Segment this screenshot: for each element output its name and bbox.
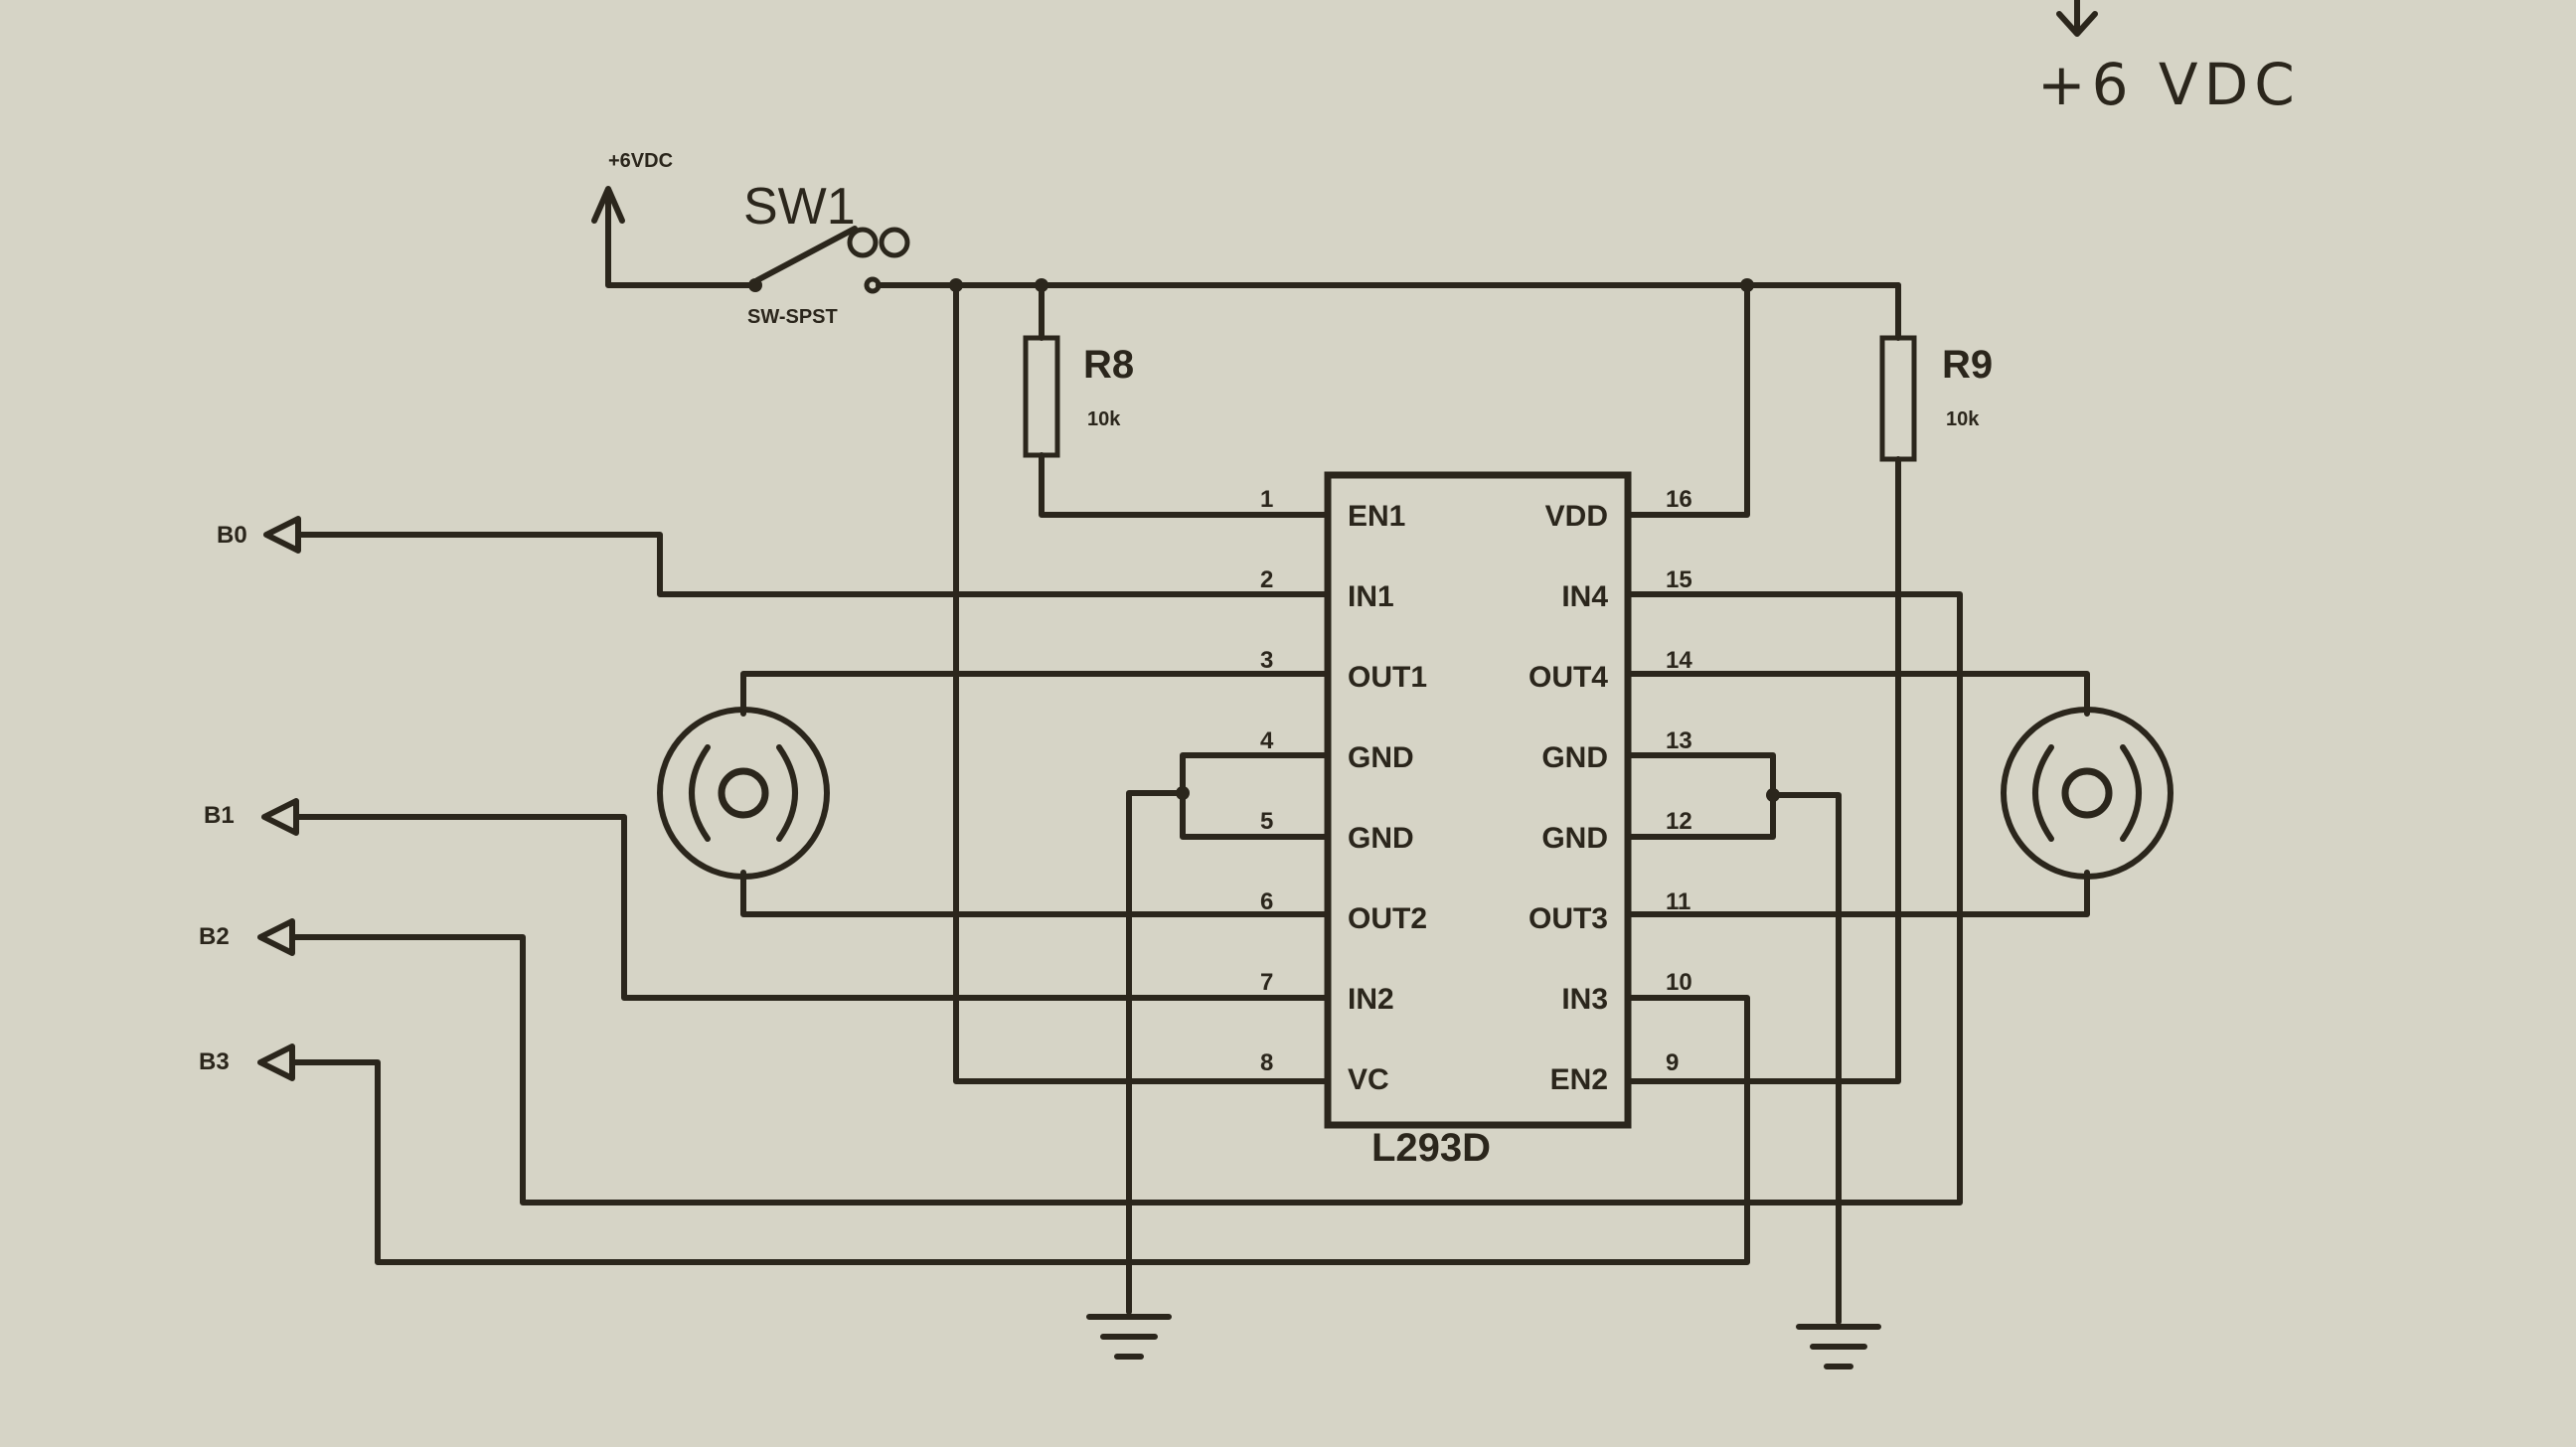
r8-ref-label: R8 <box>1083 343 1134 387</box>
ic-right-pin-name: OUT3 <box>1529 902 1608 935</box>
resistor-r8: R8 10k <box>1023 282 1331 518</box>
ic-l293d: L293D 1EN12IN13OUT14GND5GND6OUT27IN28VC1… <box>1260 471 1692 1170</box>
ic-left-pin-number: 5 <box>1260 808 1273 835</box>
vdd-supply-wire <box>1625 282 1750 518</box>
switch-part-label: SW-SPST <box>747 306 838 328</box>
ground-left <box>1086 752 1331 1360</box>
switch-sw1: SW1 SW-SPST <box>743 178 910 328</box>
ic-left-pin-name: OUT2 <box>1348 902 1427 935</box>
ic-right-pin-number: 9 <box>1666 1049 1679 1076</box>
ic-name-label: L293D <box>1371 1126 1491 1170</box>
ic-right-pin-name: OUT4 <box>1529 661 1608 694</box>
handwritten-supply-note: +6 VDC <box>2037 0 2301 118</box>
ic-left-pin-number: 7 <box>1260 969 1273 996</box>
ic-left-pin-name: IN1 <box>1348 580 1394 613</box>
supply-terminal-label: +6VDC <box>608 150 673 172</box>
port-b3: B3 <box>199 995 1750 1265</box>
ic-left-pin-number: 1 <box>1260 486 1273 513</box>
ic-right-pin-number: 15 <box>1666 566 1692 593</box>
port-b2: B2 <box>199 591 1963 1206</box>
ic-left-pin-name: EN1 <box>1348 500 1405 533</box>
ic-left-pin-name: GND <box>1348 822 1414 855</box>
port-b0: B0 <box>217 516 1331 597</box>
r8-value-label: 10k <box>1087 408 1121 430</box>
ic-left-pin-name: GND <box>1348 741 1414 774</box>
switch-ref-label: SW1 <box>743 178 856 236</box>
ic-right-pin-name: EN2 <box>1550 1063 1608 1096</box>
ic-right-pin-number: 14 <box>1666 647 1692 674</box>
ic-left-pin-number: 4 <box>1260 727 1274 754</box>
ic-right-pin-name: GND <box>1541 822 1608 855</box>
ic-right-pin-name: IN3 <box>1561 983 1608 1016</box>
switch-on-off-icon <box>847 227 910 258</box>
ic-right-pin-number: 11 <box>1666 888 1690 915</box>
motor-right-icon <box>1625 671 2174 917</box>
ic-right-pin-number: 12 <box>1666 808 1692 835</box>
ic-left-pin-name: VC <box>1348 1063 1389 1096</box>
ic-right-pin-name: GND <box>1541 741 1608 774</box>
port-b1-label: B1 <box>204 802 235 829</box>
ic-left-pin-number: 3 <box>1260 647 1273 674</box>
motor-left-icon <box>657 671 1331 917</box>
ic-right-pin-name: VDD <box>1545 500 1608 533</box>
port-b0-label: B0 <box>217 522 247 549</box>
r9-ref-label: R9 <box>1942 343 1993 387</box>
ic-left-pin-number: 8 <box>1260 1049 1273 1076</box>
ic-left-pin-name: IN2 <box>1348 983 1394 1016</box>
ic-left-pin-number: 6 <box>1260 888 1273 915</box>
port-b2-label: B2 <box>199 923 230 950</box>
ground-right <box>1625 752 1881 1369</box>
ic-pin-labels: 1EN12IN13OUT14GND5GND6OUT27IN28VC16VDD15… <box>1260 486 1692 1096</box>
ic-right-pin-number: 10 <box>1666 969 1692 996</box>
ground-right-icon <box>1796 1324 1881 1369</box>
ic-right-pin-number: 16 <box>1666 486 1692 513</box>
ic-right-pin-name: IN4 <box>1561 580 1608 613</box>
handwritten-supply-label: +6 VDC <box>2037 51 2301 118</box>
ground-left-icon <box>1086 1314 1172 1360</box>
resistor-r9: R9 10k <box>1625 282 1993 1084</box>
supply-terminal: +6VDC <box>591 150 756 288</box>
ic-left-pin-name: OUT1 <box>1348 661 1427 694</box>
port-b3-label: B3 <box>199 1048 230 1075</box>
ic-left-pin-number: 2 <box>1260 566 1273 593</box>
r9-value-label: 10k <box>1946 408 1980 430</box>
port-b1: B1 <box>204 798 1331 1001</box>
ic-right-pin-number: 13 <box>1666 727 1692 754</box>
vc-supply-wire <box>953 282 1331 1084</box>
